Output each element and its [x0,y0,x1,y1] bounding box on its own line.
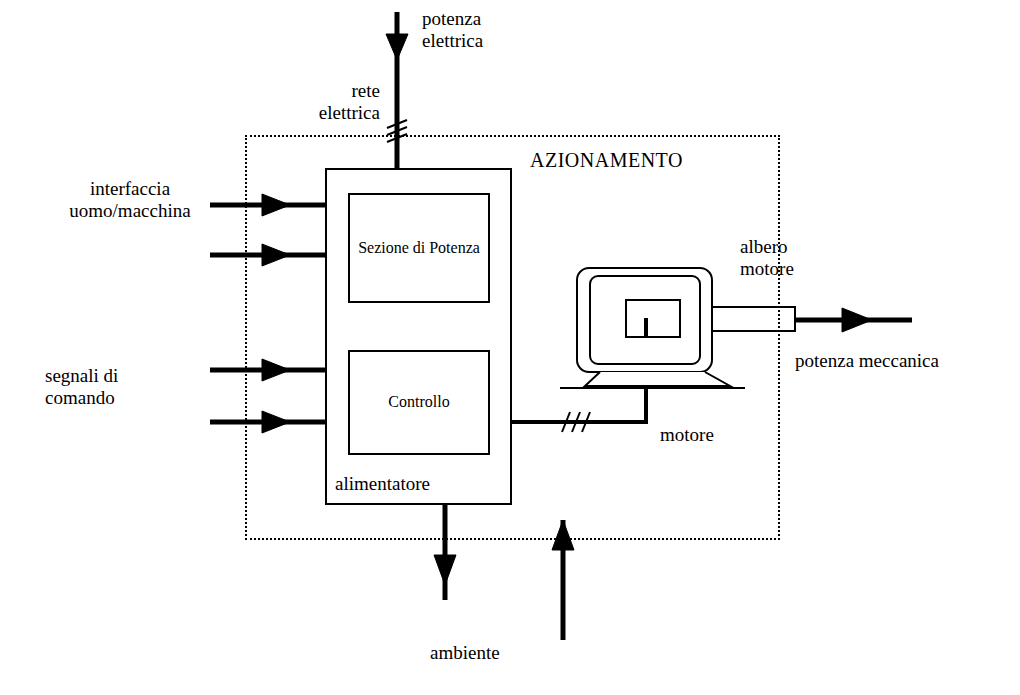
label: albero motore [740,236,820,280]
arrow-head [552,520,574,550]
label: motore [660,424,740,446]
label: interfaccia uomo/macchina [30,178,230,222]
power-section-box: Sezione di Potenza [348,193,490,303]
label: ambiente [430,642,550,664]
arrow-head [842,308,872,332]
arrow-head [434,555,456,585]
three-phase-marks [562,412,590,432]
power-supply-box: alimentatore Sezione di PotenzaControllo [325,168,512,505]
arrow-head [386,34,408,60]
node-text: Controllo [388,393,449,411]
node-text: AZIONAMENTO [530,149,683,172]
node-text: alimentatore [335,473,430,495]
arrow-head [262,194,290,216]
label: potenza meccanica [795,350,995,372]
control-box: Controllo [348,350,490,455]
label: potenza elettrica [422,8,512,52]
node-text: Sezione di Potenza [358,239,480,257]
three-phase-marks [387,120,407,142]
drive-region: AZIONAMENTO alimentatore Sezione di Potenz… [245,135,780,540]
arrow-head [262,244,290,266]
label: segnali di comando [45,365,155,409]
arrow-head [262,359,290,381]
motor-symbol [560,268,795,388]
arrow-head [262,411,290,433]
label: rete elettrica [300,80,380,124]
